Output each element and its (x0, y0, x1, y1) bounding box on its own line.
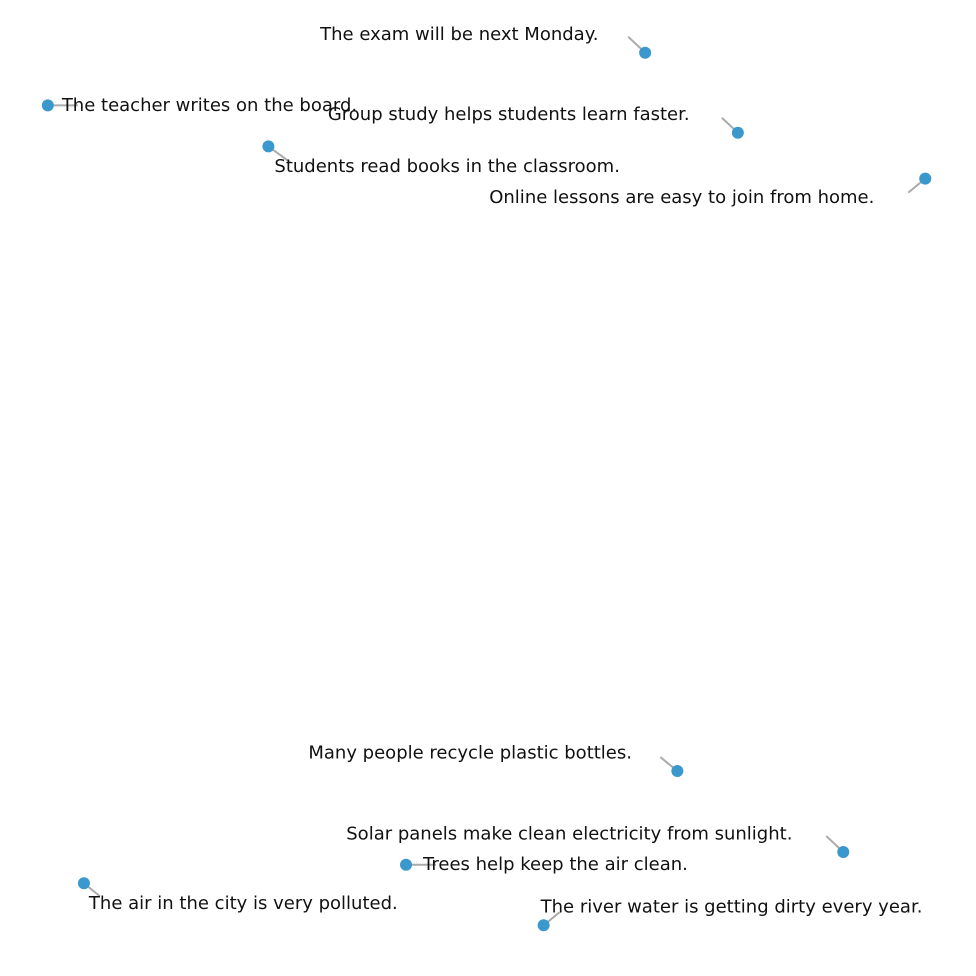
point-label: Solar panels make clean electricity from… (346, 824, 792, 845)
point-label: The teacher writes on the board. (61, 95, 357, 116)
point-label: Online lessons are easy to join from hom… (489, 187, 874, 208)
scatter-point (919, 172, 932, 185)
scatter-point (671, 765, 684, 778)
scatter-point (400, 858, 413, 871)
scatter-point (537, 919, 550, 932)
scatter-point (837, 846, 850, 859)
point-label: Group study helps students learn faster. (328, 104, 690, 125)
scatter-point (262, 140, 275, 153)
scatter-point (731, 126, 744, 139)
point-label: The air in the city is very polluted. (88, 893, 398, 914)
scatter-point (639, 46, 652, 59)
point-label: Trees help keep the air clean. (422, 854, 688, 875)
point-label: Many people recycle plastic bottles. (308, 743, 632, 764)
point-label: The river water is getting dirty every y… (540, 897, 923, 918)
point-label: The exam will be next Monday. (319, 24, 598, 45)
scatter-point (77, 877, 90, 890)
scatter-point (41, 99, 54, 112)
point-label: Students read books in the classroom. (274, 156, 620, 177)
